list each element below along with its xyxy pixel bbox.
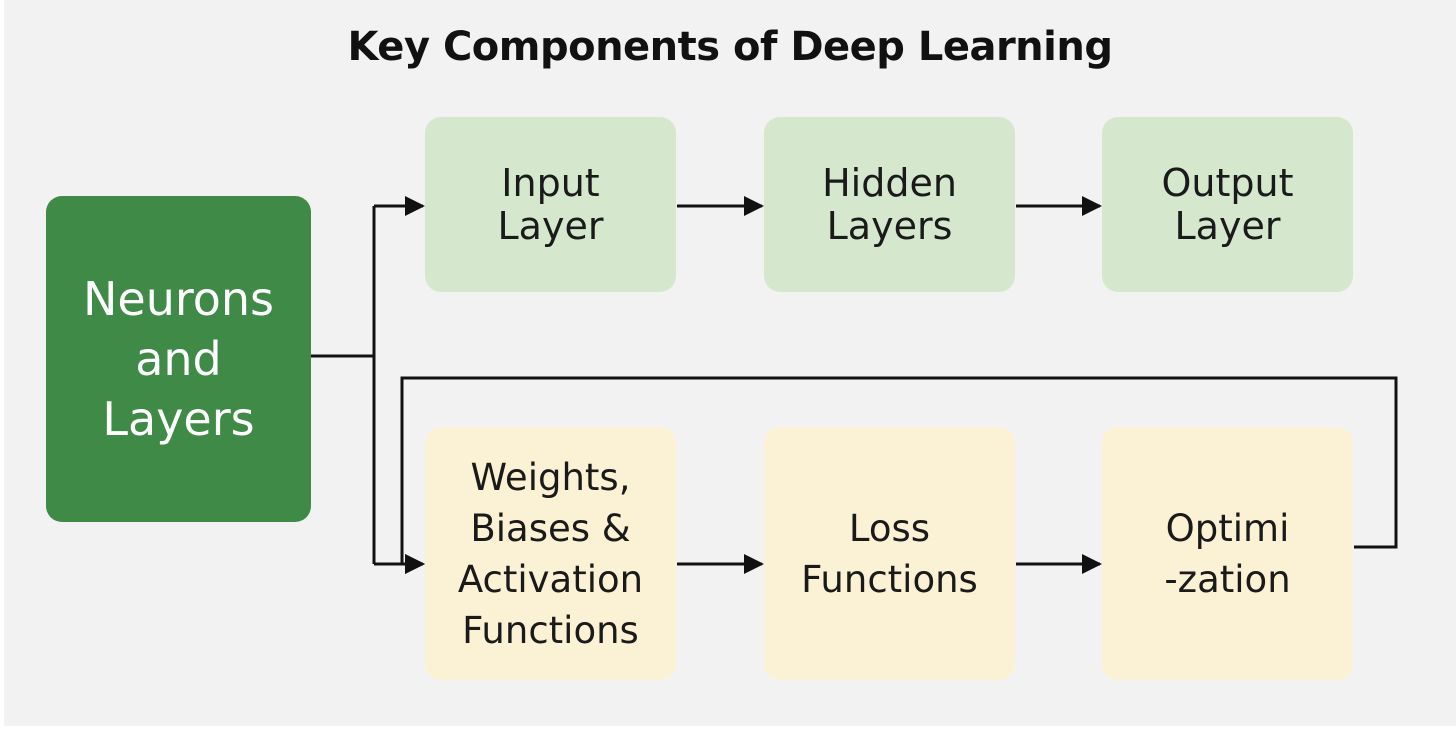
diagram-title: Key Components of Deep Learning (347, 24, 1113, 70)
node-label-line: Layers (826, 203, 953, 248)
node-optimization: Optimi -zation (1102, 427, 1353, 680)
node-input-layer: Input Layer (425, 117, 676, 292)
node-hidden-layers: Hidden Layers (764, 117, 1015, 292)
arrow-optimization-feedback (400, 376, 1398, 574)
node-label-line: Optimi (1165, 506, 1290, 550)
node-label-line: Layers (102, 392, 255, 446)
node-label-line: Input (501, 160, 600, 205)
frame-edge (0, 726, 1456, 734)
node-label-line: Weights, (470, 455, 631, 499)
node-label-line: Layer (497, 203, 604, 248)
node-label-line: Output (1161, 160, 1294, 205)
frame-edge (0, 0, 4, 726)
node-label-line: Activation (457, 557, 644, 601)
node-label-line: Hidden (822, 160, 957, 205)
node-loss-functions: Loss Functions (764, 427, 1015, 680)
node-label-line: Functions (801, 557, 978, 601)
node-label-line: Neurons (82, 272, 275, 326)
node-output-layer: Output Layer (1102, 117, 1353, 292)
node-label-line: Biases & (470, 506, 631, 550)
node-weights-biases-activation: Weights, Biases & Activation Functions (425, 427, 676, 680)
node-label-line: and (135, 332, 222, 386)
node-label-line: Layer (1174, 203, 1281, 248)
node-label-line: -zation (1164, 557, 1291, 601)
node-neurons-and-layers: Neurons and Layers (46, 196, 311, 522)
node-label-line: Loss (848, 506, 931, 550)
node-label-line: Functions (462, 608, 639, 652)
